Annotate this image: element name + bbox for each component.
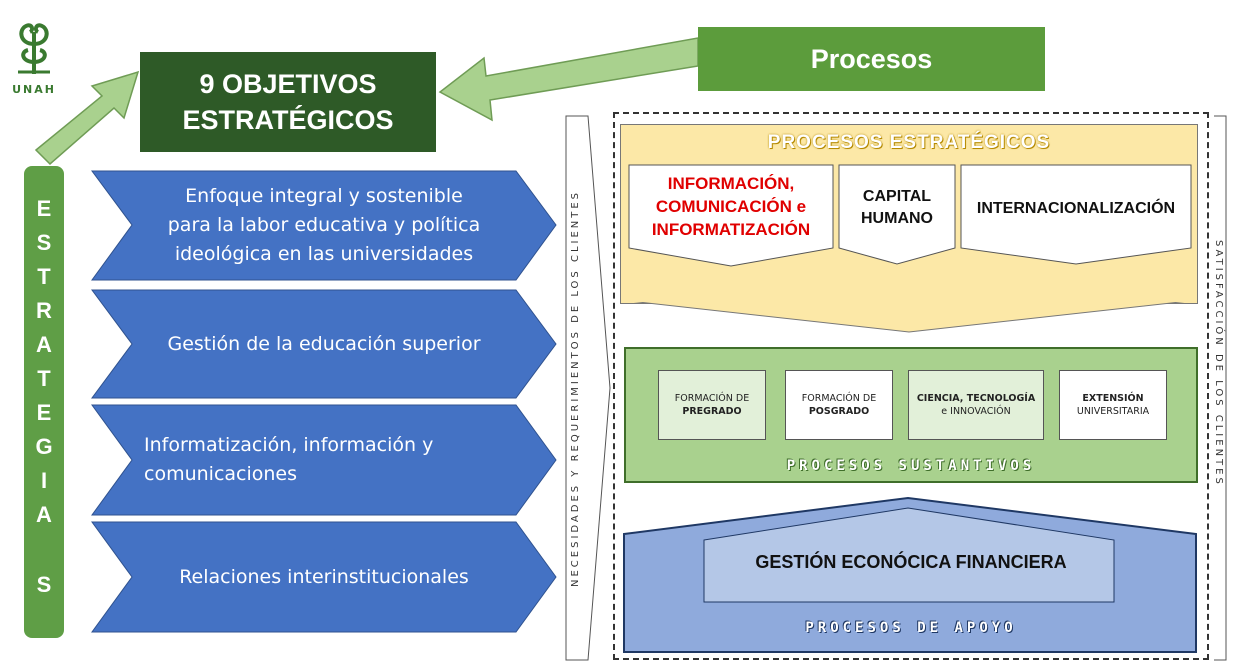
- estrategicos-title: PROCESOS ESTRATÉGICOS: [767, 132, 1051, 153]
- strategy-1-line2: para la labor educativa y política: [167, 214, 481, 236]
- strategy-1-line3: ideológica en las universidades: [174, 243, 474, 265]
- card-pregrado-bottom: PREGRADO: [682, 406, 742, 417]
- procesos-box: Procesos: [698, 27, 1045, 91]
- unah-logo: UNAH: [8, 14, 60, 96]
- card-informacion-line2: COMUNICACIÓN e: [655, 197, 807, 216]
- card-informacion-line3: INFORMATIZACIÓN: [651, 220, 811, 239]
- estrategias-letter: S: [36, 572, 52, 597]
- chevron-shape-2: [91, 289, 557, 399]
- estrategias-bar: [24, 166, 64, 638]
- card-ciencia: CIENCIA, TECNOLOGÍA e INNOVACIÓN: [908, 370, 1044, 440]
- strategy-1-line1: Enfoque integral y sostenible: [185, 185, 463, 207]
- apoyo-shapes: [623, 496, 1197, 653]
- objetivos-box: 9 OBJETIVOS ESTRATÉGICOS: [140, 52, 436, 152]
- card-pregrado: FORMACIÓN DE PREGRADO: [658, 370, 766, 440]
- arrow-estrategias-to-objetivos: [34, 70, 140, 166]
- estrategicos-card-shapes: [628, 164, 1192, 267]
- card-informacion-line1: INFORMACIÓN,: [667, 174, 795, 193]
- processes-boundary: [613, 112, 1209, 660]
- card-posgrado-top: FORMACIÓN DE: [801, 393, 877, 404]
- estrategias-letter: S: [36, 230, 52, 255]
- card-capital-humano: CAPITAL HUMANO: [839, 186, 955, 230]
- strategy-4-line1: Relaciones interinstitucionales: [179, 565, 469, 588]
- logo-text: UNAH: [12, 83, 56, 96]
- apoyo-title: PROCESOS DE APOYO: [805, 620, 1017, 636]
- card-capital-line2: HUMANO: [861, 210, 933, 227]
- estrategias-letter: A: [36, 332, 52, 357]
- objetivos-line1: 9 OBJETIVOS: [199, 69, 377, 99]
- card-extension: EXTENSIÓN UNIVERSITARIA: [1059, 370, 1167, 440]
- card-informacion: INFORMACIÓN, COMUNICACIÓN e INFORMATIZAC…: [629, 172, 833, 241]
- card-posgrado: FORMACIÓN DE POSGRADO: [785, 370, 893, 440]
- card-shape-internac: [960, 164, 1192, 265]
- card-internacionalizacion: INTERNACIONALIZACIÓN: [976, 200, 1176, 217]
- sustantivos-title: PROCESOS SUSTANTIVOS: [786, 458, 1036, 474]
- chevron-shape-1: [91, 170, 557, 281]
- estrategias-letter: T: [37, 366, 51, 391]
- estrategias-letter: G: [35, 434, 53, 459]
- card-shape-capital: [838, 164, 956, 265]
- needs-vertical-text: NECESIDADES Y REQUERIMIENTOS DE LOS CLIE…: [570, 189, 581, 587]
- card-shape-info: [628, 164, 834, 267]
- card-ciencia-bottom: e INNOVACIÓN: [941, 406, 1011, 417]
- strategy-4: Relaciones interinstitucionales: [132, 522, 516, 632]
- strategy-3-line1: Informatización, información y: [144, 434, 434, 456]
- estrategicos-arrow-tip: [620, 300, 1198, 333]
- chevron-shape-4: [91, 521, 557, 633]
- card-ciencia-top: CIENCIA, TECNOLOGÍA: [916, 393, 1036, 404]
- estrategias-letter: T: [37, 264, 51, 289]
- card-extension-bottom: UNIVERSITARIA: [1076, 406, 1150, 417]
- satisfaction-bracket: [1214, 115, 1227, 661]
- strategy-3: Informatización, información y comunicaci…: [132, 405, 492, 515]
- estrategias-letter: I: [40, 468, 48, 493]
- card-extension-top: EXTENSIÓN: [1082, 393, 1144, 404]
- arrow-procesos-to-objetivos: [438, 37, 699, 122]
- card-capital-line1: CAPITAL: [862, 188, 932, 205]
- estrategias-letter: R: [36, 298, 52, 323]
- strategy-3-line2: comunicaciones: [144, 463, 298, 485]
- needs-chevron-outline: [565, 115, 611, 661]
- estrategias-letter: E: [36, 400, 52, 425]
- strategy-1: Enfoque integral y sostenible para la lab…: [132, 171, 516, 280]
- strategy-2: Gestión de la educación superior: [132, 290, 516, 398]
- card-pregrado-top: FORMACIÓN DE: [674, 393, 750, 404]
- procesos-label: Procesos: [810, 43, 933, 74]
- card-posgrado-bottom: POSGRADO: [808, 406, 870, 417]
- satisfaction-vertical-text: SATISFACCIÓN DE LOS CLIENTES: [1213, 240, 1224, 487]
- chevron-shape-3: [91, 404, 557, 516]
- estrategias-letter: E: [36, 196, 52, 221]
- strategy-2-line1: Gestión de la educación superior: [167, 332, 481, 355]
- apoyo-inner-label: GESTIÓN ECONÓCICA FINANCIERA: [755, 552, 1067, 572]
- plant-logo-icon: [18, 23, 50, 74]
- apoyo-inner: [703, 507, 1115, 603]
- estrategias-letter: A: [36, 502, 52, 527]
- objetivos-line2: ESTRATÉGICOS: [182, 105, 394, 135]
